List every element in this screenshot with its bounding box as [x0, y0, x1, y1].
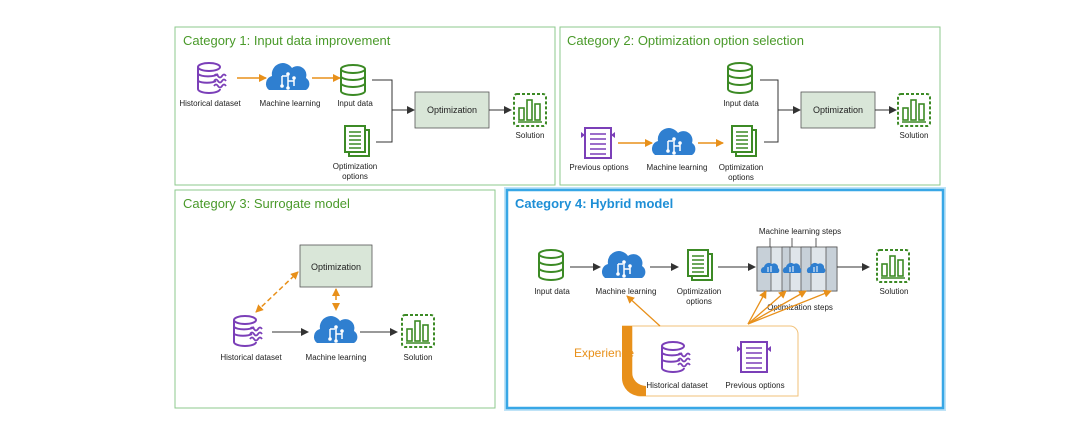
ml-steps-label: Machine learning steps: [759, 227, 841, 236]
machine-learning-label: Machine learning: [596, 287, 657, 296]
panel-category-2: Category 2: Optimization option selectio…: [559, 26, 941, 186]
input-data-label: Input data: [534, 287, 570, 296]
panel-1-border: [174, 26, 556, 186]
previous-options-label: Previous options: [569, 163, 628, 172]
previous-options-label: Previous options: [725, 381, 784, 390]
panel-4-title: Category 4: Hybrid model: [515, 196, 673, 211]
experience-label: Experience: [574, 346, 634, 360]
opt-step-4: [825, 246, 838, 292]
optimization-box: [299, 244, 373, 288]
optimization-options-icon: [731, 125, 757, 157]
previous-options-icon: [580, 127, 616, 159]
machine-learning-label: Machine learning: [260, 99, 321, 108]
historical-dataset-label: Historical dataset: [179, 99, 241, 108]
arrow-exp-to-step-1: [747, 290, 767, 325]
arrow-exp-to-step-3: [747, 290, 807, 325]
panel-category-4: Category 4: Hybrid model Input data Mach…: [504, 187, 946, 411]
panel-3-title: Category 3: Surrogate model: [183, 196, 350, 211]
machine-learning-label: Machine learning: [306, 353, 367, 362]
arrow-exp-to-step-4: [747, 289, 832, 325]
panel-3-border: [174, 189, 496, 409]
solution-label: Solution: [516, 131, 545, 140]
panel-2-title: Category 2: Optimization option selectio…: [567, 33, 804, 48]
optimization-options-label-1: Optimization: [677, 287, 721, 296]
arrow-input-to-opt: [760, 79, 801, 114]
optimization-label: Optimization: [427, 105, 477, 115]
input-data-label: Input data: [337, 99, 373, 108]
optimization-options-label-2: options: [342, 172, 368, 181]
optimization-box: [414, 91, 490, 129]
historical-dataset-label: Historical dataset: [220, 353, 282, 362]
arrow-options-to-opt: [376, 110, 393, 143]
solution-label: Solution: [880, 287, 909, 296]
arrow-input-to-opt: [372, 79, 415, 114]
panel-category-3: Category 3: Surrogate model Optimization…: [174, 189, 496, 409]
optimization-label: Optimization: [311, 262, 361, 272]
opt-steps-label: Optimization steps: [767, 303, 833, 312]
experience-bracket: [622, 326, 646, 396]
arrow-exp-to-step-2: [747, 290, 787, 325]
previous-options-icon: [736, 341, 772, 373]
input-data-label: Input data: [723, 99, 759, 108]
hybrid-steps-block: [756, 238, 838, 292]
machine-learning-label: Machine learning: [647, 163, 708, 172]
optimization-box: [800, 91, 876, 129]
optimization-options-icon: [344, 125, 370, 157]
optimization-options-label-1: Optimization: [333, 162, 377, 171]
solution-label: Solution: [404, 353, 433, 362]
optimization-options-label-2: options: [686, 297, 712, 306]
optimization-options-icon: [687, 249, 713, 281]
panel-1-title: Category 1: Input data improvement: [183, 33, 391, 48]
optimization-label: Optimization: [813, 105, 863, 115]
optimization-options-label-2: options: [728, 173, 754, 182]
solution-label: Solution: [900, 131, 929, 140]
panel-2-border: [559, 26, 941, 186]
optimization-options-label-1: Optimization: [719, 163, 763, 172]
panel-category-1: Category 1: Input data improvement Histo…: [174, 26, 556, 186]
arrow-exp-to-ml: [626, 295, 661, 327]
arrow-options-to-opt: [764, 110, 779, 143]
arrow-hist-opt: [255, 271, 299, 313]
historical-dataset-label: Historical dataset: [646, 381, 708, 390]
